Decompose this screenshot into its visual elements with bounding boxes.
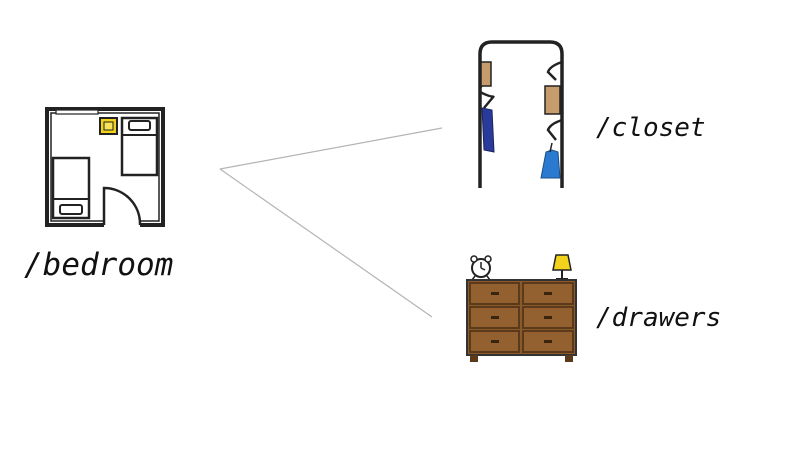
floor-plan-icon [45,107,165,227]
node-label-drawers: /drawers [596,303,722,333]
dresser-icon [466,254,577,362]
closet-icon [478,40,564,188]
alarm-clock-icon [470,255,492,281]
node-label-bedroom: /bedroom [24,247,174,283]
edge-bedroom-closet [219,127,443,170]
lamp-icon [552,254,572,280]
node-label-closet: /closet [596,113,706,143]
edge-bedroom-drawers [219,168,433,318]
